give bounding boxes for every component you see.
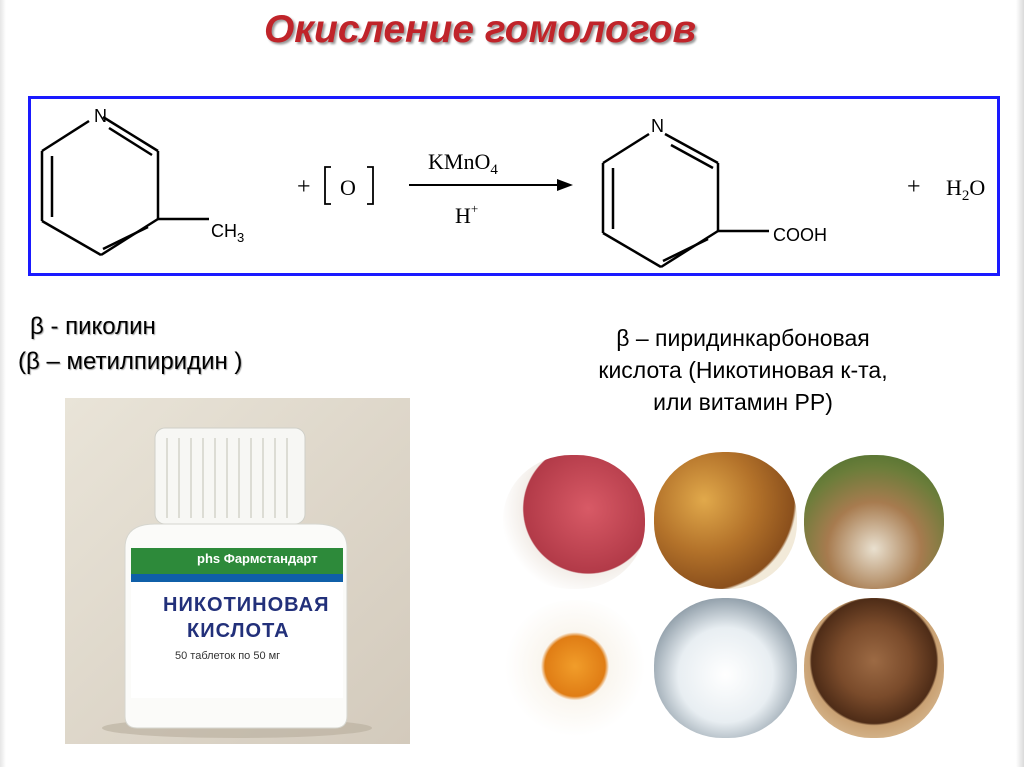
nicotinic-acid-line-2: кислота (Никотиновая к-та, (598, 357, 888, 384)
plus-sign-1: + (297, 174, 311, 200)
bottle-name-line-2: КИСЛОТА (187, 620, 290, 642)
reactant-nitrogen-label: N (94, 106, 107, 126)
bottle-dosage: 50 таблеток по 50 мг (175, 650, 281, 662)
acid-catalyst-label: H+ (455, 201, 478, 228)
product-nitrogen-label: N (651, 116, 664, 136)
egg-yolk-photo (505, 600, 645, 738)
nicotinic-acid-bottle-photo: phs Фармстандарт НИКОТИНОВАЯ КИСЛОТА 50 … (65, 398, 410, 744)
slide-right-edge (1016, 0, 1024, 767)
oxidant-label: O (340, 175, 356, 200)
reaction-equation: N CH3 + O KMnO4 H+ N COOH (40, 106, 985, 269)
bottle-brand-label: phs Фармстандарт (197, 551, 318, 566)
reaction-arrow (409, 179, 573, 191)
nicotinic-acid-line-3: или витамин РР) (653, 389, 833, 416)
oxidant-brackets (324, 166, 374, 205)
product-substituent-label: COOH (773, 225, 827, 245)
slide-left-edge (0, 0, 6, 767)
reagent-label: KMnO4 (428, 149, 498, 178)
reaction-frame: N CH3 + O KMnO4 H+ N COOH (28, 96, 1000, 276)
bottle-name-line-1: НИКОТИНОВАЯ (163, 594, 330, 616)
reactant-substituent-label: CH3 (211, 221, 244, 245)
water-label: H2O (946, 175, 985, 204)
product-pyridine-ring (601, 132, 769, 269)
mushrooms-photo (804, 455, 944, 589)
picoline-name: β - пиколин (30, 313, 156, 340)
nicotinic-acid-caption: β – пиридинкарбоновая кислота (Никотинов… (543, 322, 943, 419)
buckwheat-photo (804, 598, 944, 738)
milk-photo (654, 598, 797, 738)
walnuts-photo (654, 452, 797, 589)
plus-sign-2: + (907, 174, 921, 200)
picoline-alt-name: (β – метилпиридин ) (18, 347, 243, 375)
nicotinic-acid-line-1: β – пиридинкарбоновая (616, 325, 870, 351)
picoline-caption: β - пиколин (β – метилпиридин ) (18, 310, 242, 380)
slide-title: Окисление гомологов (263, 8, 697, 51)
meat-photo (503, 455, 645, 589)
reactant-pyridine-ring (40, 115, 209, 257)
